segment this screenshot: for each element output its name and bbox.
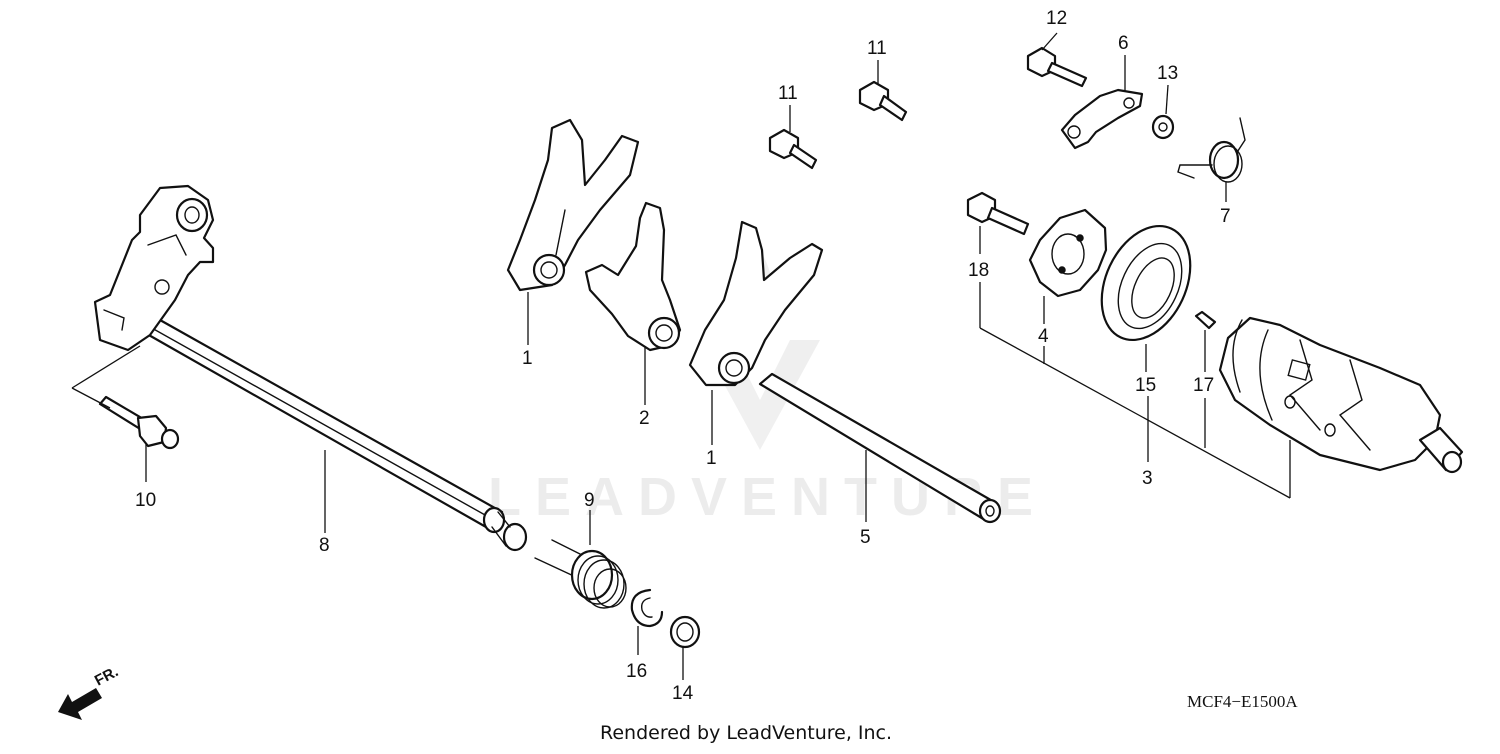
pin-bolt[interactable] (98, 395, 180, 450)
callout-9[interactable]: 9 (584, 490, 595, 511)
bolt-upper[interactable] (858, 80, 908, 122)
callout-12[interactable]: 12 (1046, 8, 1067, 29)
shift-fork-right[interactable] (688, 220, 824, 387)
bolt-lower[interactable] (768, 128, 818, 170)
front-arrow-icon (58, 688, 102, 720)
callout-11-upper[interactable]: 11 (867, 38, 887, 59)
callout-2[interactable]: 2 (639, 408, 650, 429)
shift-fork-left[interactable] (506, 118, 640, 292)
callout-7[interactable]: 7 (1220, 206, 1231, 227)
shift-spindle-arm[interactable] (93, 184, 215, 352)
callout-5[interactable]: 5 (860, 527, 871, 548)
arm-washer[interactable] (1151, 114, 1175, 140)
shift-fork-center[interactable] (584, 201, 682, 352)
callout-14[interactable]: 14 (672, 683, 694, 704)
callout-8[interactable]: 8 (319, 535, 330, 556)
plate-bolt[interactable] (966, 191, 1030, 236)
bearing[interactable] (1084, 212, 1207, 355)
return-spring[interactable] (534, 539, 627, 609)
render-credit: Rendered by LeadVenture, Inc. (600, 722, 892, 744)
front-label: FR. (92, 663, 121, 689)
callout-17[interactable]: 17 (1193, 375, 1214, 396)
callout-3[interactable]: 3 (1142, 468, 1153, 489)
shift-drum[interactable] (1218, 316, 1464, 474)
callout-numbers: 10 8 9 1 2 1 5 16 14 11 11 12 6 13 7 18 … (135, 8, 1231, 704)
stopper-plate[interactable] (1028, 208, 1108, 298)
drawing-code: MCF4−E1500A (1187, 692, 1298, 711)
callout-11-lower[interactable]: 11 (778, 83, 798, 104)
fork-shaft[interactable] (758, 372, 1002, 524)
callout-6[interactable]: 6 (1118, 33, 1129, 54)
stopper-arm[interactable] (1060, 88, 1144, 150)
arm-bolt[interactable] (1026, 46, 1088, 88)
callout-16[interactable]: 16 (626, 661, 647, 682)
callout-1-left[interactable]: 1 (522, 348, 533, 369)
callout-4[interactable]: 4 (1038, 326, 1049, 347)
callout-10[interactable]: 10 (135, 490, 156, 511)
dowel-pin[interactable] (1194, 310, 1217, 330)
circlip[interactable] (630, 588, 664, 628)
callout-13[interactable]: 13 (1157, 63, 1178, 84)
callout-15[interactable]: 15 (1135, 375, 1156, 396)
shift-spindle[interactable] (138, 318, 528, 552)
front-direction-indicator: FR. (58, 663, 121, 720)
callout-1-right[interactable]: 1 (706, 448, 717, 469)
callout-18[interactable]: 18 (968, 260, 989, 281)
leader-lines (71, 32, 1291, 680)
arm-spring[interactable] (1177, 117, 1246, 183)
spindle-washer[interactable] (669, 615, 701, 649)
